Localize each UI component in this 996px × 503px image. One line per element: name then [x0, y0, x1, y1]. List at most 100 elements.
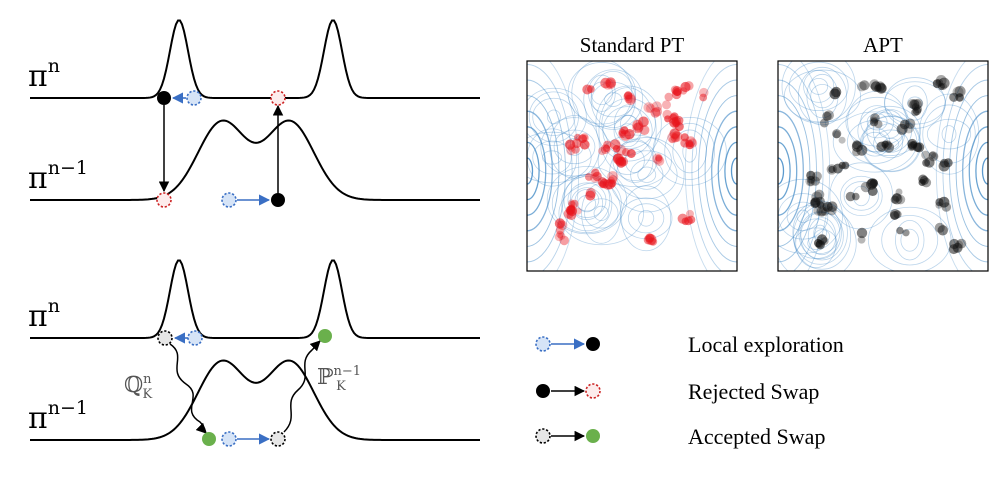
legend: Local exploration Rejected Swap Accepted… — [535, 332, 844, 449]
sample-point — [679, 87, 688, 95]
contour-line — [527, 87, 587, 146]
sample-point — [938, 196, 950, 208]
contour-line — [551, 174, 622, 234]
sample-point — [578, 134, 587, 144]
contour-line — [926, 118, 972, 150]
legend-black-marker — [586, 337, 600, 351]
sample-point — [651, 101, 663, 112]
sample-point — [624, 129, 635, 140]
contour-line — [561, 176, 613, 232]
contour-line — [730, 157, 737, 185]
legend-dashed-black-marker — [535, 428, 551, 444]
contour-line — [590, 70, 636, 129]
pi-n-minus-1-label-bottom: πn−1 — [28, 397, 88, 436]
sample-point — [813, 206, 823, 216]
state-dashed-black — [270, 431, 286, 447]
legend-local-exploration: Local exploration — [535, 332, 844, 357]
contour-line — [860, 105, 894, 139]
contour-line — [527, 157, 534, 185]
sample-point — [566, 146, 576, 156]
sample-point — [556, 230, 564, 239]
pi-n-minus-1-label-top: πn−1 — [28, 157, 88, 196]
contour-line — [613, 114, 642, 148]
contour-line — [778, 126, 798, 216]
state-black — [157, 91, 171, 105]
density-curve-pi-n — [30, 259, 480, 339]
sample-point — [869, 118, 879, 127]
sample-point — [822, 111, 832, 122]
contour-line — [778, 157, 785, 185]
sample-point — [860, 181, 872, 193]
contour-line — [574, 188, 600, 212]
sample-point — [568, 204, 576, 212]
sample-point — [895, 188, 903, 196]
samples-scatter — [805, 75, 967, 255]
contour-line — [800, 211, 844, 261]
sample-point — [954, 85, 966, 97]
sample-point — [554, 232, 564, 242]
contour-line — [684, 61, 716, 271]
sample-point — [590, 173, 600, 183]
backward-transport-path-p — [283, 340, 321, 433]
accepted-state-green — [318, 329, 332, 343]
sample-point — [672, 86, 682, 96]
contour-line — [583, 69, 644, 130]
contour-line — [698, 79, 737, 263]
contour-line — [902, 85, 928, 121]
contour-line — [900, 228, 919, 252]
sample-point — [857, 235, 866, 244]
contour-line — [637, 166, 657, 183]
legend-green-marker — [586, 429, 600, 443]
sample-point — [867, 186, 878, 197]
density-curve-pi-n-minus-1 — [30, 359, 480, 441]
sample-point — [668, 136, 676, 144]
contour-line — [781, 61, 856, 124]
contour-line — [941, 125, 957, 144]
standard-pt-panel — [526, 60, 738, 272]
proposal-state-dashed-blue — [187, 330, 203, 346]
sample-point — [624, 91, 633, 100]
sample-point — [602, 144, 611, 153]
sample-point — [554, 218, 566, 229]
sample-point — [904, 118, 916, 129]
contour-line — [800, 211, 841, 254]
state-dashed-black — [157, 330, 173, 346]
sample-point — [652, 106, 663, 117]
sample-point — [892, 193, 902, 202]
contour-line — [866, 108, 913, 153]
contour-line — [595, 85, 662, 162]
contour-line — [571, 61, 633, 128]
sample-point — [928, 151, 939, 162]
panel-frame — [777, 60, 989, 272]
sample-point — [816, 201, 825, 209]
sample-point — [890, 195, 900, 204]
contour-line — [803, 70, 835, 103]
proposal-state-dashed-blue — [221, 431, 237, 447]
contour-line — [935, 61, 967, 271]
contour-line — [527, 79, 566, 263]
sample-point — [912, 106, 922, 116]
contour-line — [786, 201, 820, 231]
contour-line — [652, 117, 727, 186]
sample-point — [585, 173, 593, 181]
contour-line — [621, 185, 672, 252]
sample-point — [896, 226, 904, 235]
contour-line — [981, 157, 988, 185]
density-curve-pi-n-minus-1 — [30, 119, 480, 201]
sample-point — [686, 209, 694, 218]
sample-point — [913, 98, 924, 109]
sample-point — [931, 152, 938, 160]
sample-point — [669, 128, 681, 139]
contour-line — [797, 66, 847, 126]
sample-point — [941, 202, 952, 212]
proposal-state-dashed-blue — [186, 90, 202, 106]
contour-line — [627, 203, 665, 234]
sample-point — [805, 176, 816, 187]
contour-line — [593, 205, 609, 222]
contour-line — [857, 105, 921, 157]
sample-point — [845, 191, 856, 202]
panel-frame — [526, 60, 738, 272]
sample-point — [582, 84, 593, 95]
sample-point — [891, 193, 903, 205]
